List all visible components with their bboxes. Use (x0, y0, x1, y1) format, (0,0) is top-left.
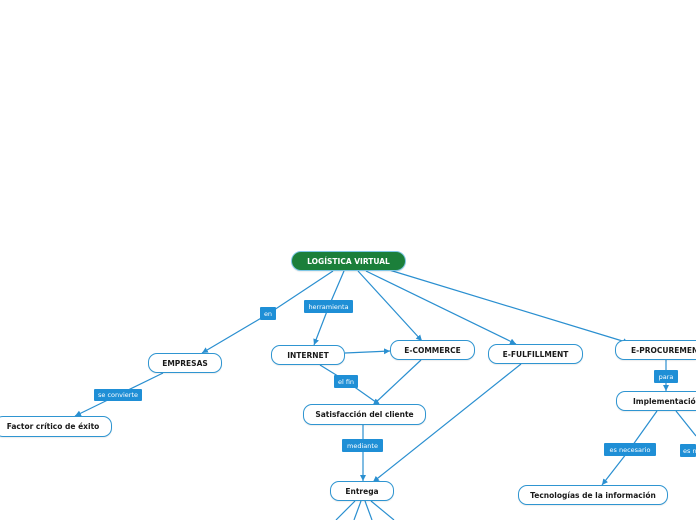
edge-entrega-down-2 (353, 500, 362, 520)
node-e-commerce[interactable]: E-COMMERCE (390, 340, 475, 360)
node-internet[interactable]: INTERNET (271, 345, 345, 365)
edge-root-efulfillment (365, 270, 517, 345)
link-label-el-fin: el fin (334, 375, 358, 388)
edge-entrega-down-4 (370, 500, 395, 520)
edge-ecommerce-satisfaccion (372, 359, 422, 406)
node-satisfaccion-cliente[interactable]: Satisfacción del cliente (303, 404, 426, 425)
link-label-para: para (654, 370, 678, 383)
link-label-es-necesario-2: es n (680, 444, 696, 457)
edge-root-eprocurement (385, 268, 630, 345)
node-logistica-virtual[interactable]: LOGÍSTICA VIRTUAL (291, 251, 406, 271)
edge-root-ecommerce (357, 270, 423, 342)
node-empresas[interactable]: EMPRESAS (148, 353, 222, 373)
node-e-procurement[interactable]: E-PROCUREMENT (615, 340, 696, 360)
edge-internet-ecommerce (344, 348, 391, 355)
node-entrega[interactable]: Entrega (330, 481, 394, 501)
node-factor-critico[interactable]: Factor crítico de éxito (0, 416, 112, 437)
node-e-fulfillment[interactable]: E-FULFILLMENT (488, 344, 583, 364)
link-label-es-necesario: es necesario (604, 443, 656, 456)
edge-implementacion-right (675, 410, 696, 437)
link-label-se-convierte: se convierte (94, 389, 142, 401)
link-label-herramienta: herramienta (304, 300, 353, 313)
edge-entrega-down-3 (364, 500, 373, 520)
node-implementacion[interactable]: Implementación (616, 391, 696, 411)
link-label-mediante: mediante (342, 439, 383, 452)
link-label-en: en (260, 307, 276, 320)
edge-efulfillment-entrega (372, 363, 522, 483)
node-tecnologias-informacion[interactable]: Tecnologías de la información (518, 485, 668, 505)
edge-entrega-down-1 (335, 500, 356, 520)
